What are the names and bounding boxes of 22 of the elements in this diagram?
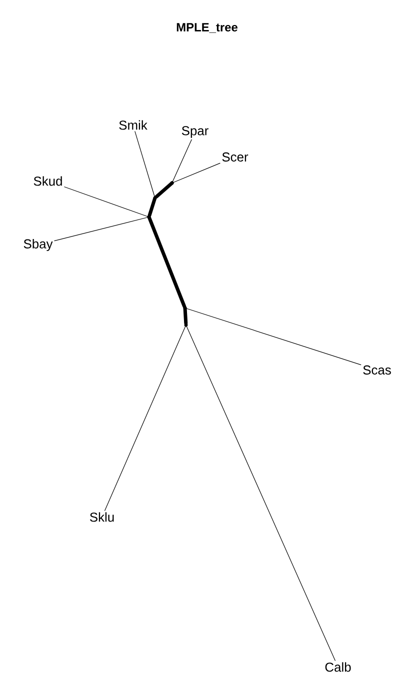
leaf-label: Scer bbox=[222, 152, 248, 162]
thick-branch bbox=[148, 196, 157, 217]
branch-line bbox=[186, 324, 336, 661]
branch-line bbox=[184, 308, 362, 366]
title: MPLE_tree bbox=[176, 23, 238, 33]
thick-branch bbox=[154, 181, 174, 198]
thick-branch bbox=[147, 215, 186, 308]
branch-line bbox=[64, 186, 150, 218]
leaf-label: Calb bbox=[325, 662, 351, 672]
branch-point bbox=[184, 323, 188, 327]
leaf-label: Scas bbox=[363, 365, 391, 375]
branch-line bbox=[54, 216, 150, 242]
leaf-label: Smik bbox=[119, 120, 148, 130]
branch-line bbox=[104, 324, 186, 511]
branch-line bbox=[134, 131, 156, 198]
leaf-label: Sbay bbox=[24, 238, 53, 252]
thick-branch bbox=[183, 306, 188, 325]
branch-line bbox=[172, 139, 192, 184]
branch-line bbox=[172, 162, 220, 184]
leaf-label: Sklu bbox=[90, 512, 114, 522]
leaf-label: Skud bbox=[34, 176, 62, 186]
leaf-label: Spar bbox=[182, 126, 208, 138]
